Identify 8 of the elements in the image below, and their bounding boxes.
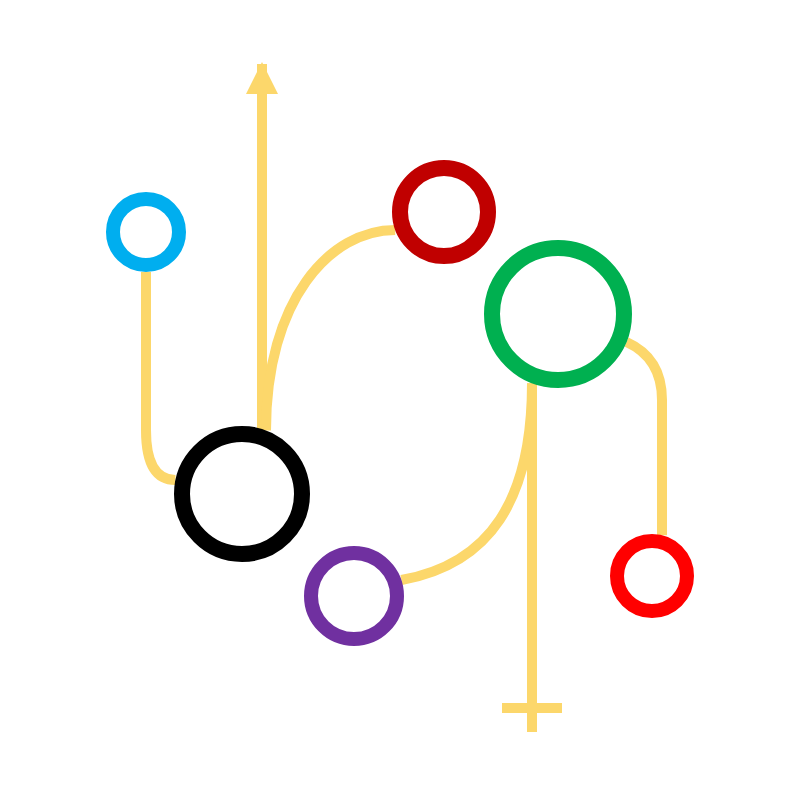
ring-node (106, 192, 186, 272)
connector-line (624, 337, 667, 536)
ring-node (392, 160, 496, 264)
arrow (246, 62, 278, 429)
connector-line (497, 383, 567, 732)
ring-node (304, 546, 404, 646)
connector-line (261, 225, 396, 431)
ring-node (610, 534, 694, 618)
